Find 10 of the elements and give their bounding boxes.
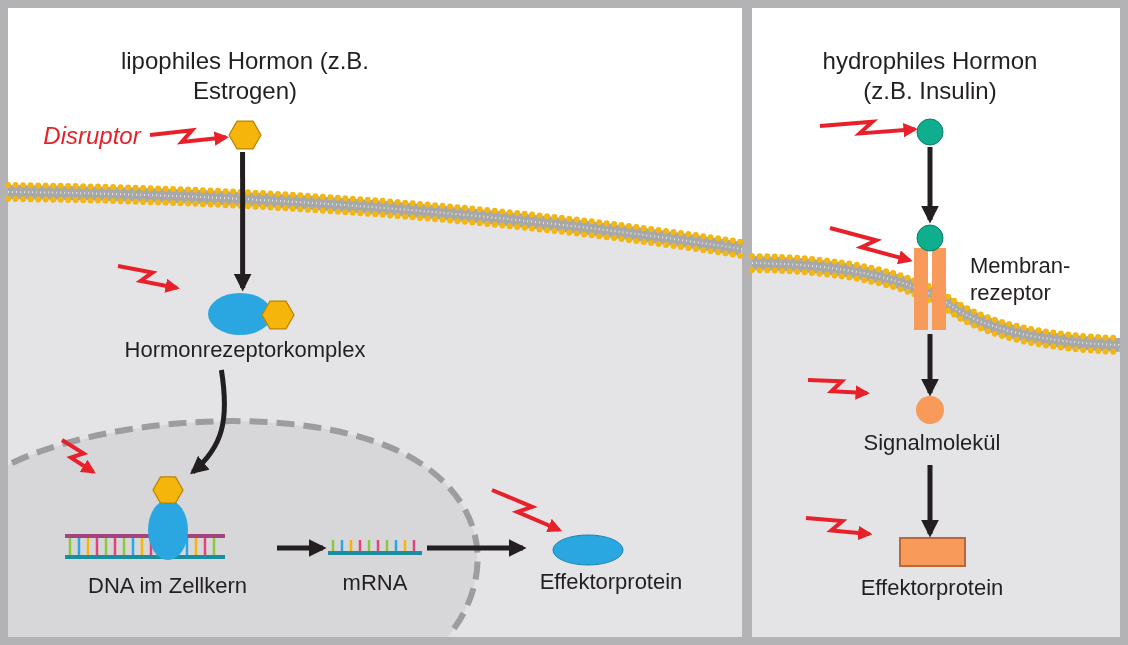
node-label: Signalmolekül — [862, 429, 1002, 456]
heading-text: hydrophiles Hormon (z.B. Insulin) — [821, 46, 1039, 106]
node-label: Effektorprotein — [538, 568, 684, 595]
node-label: Membran- rezeptor — [970, 252, 1072, 306]
heading-text: lipophiles Hormon (z.B. Estrogen) — [119, 46, 371, 106]
node-label: Effektorprotein — [859, 574, 1005, 601]
node-label: DNA im Zellkern — [87, 572, 248, 599]
disruptor-text: Disruptor — [42, 122, 143, 149]
node-label: mRNA — [341, 569, 409, 596]
node-label: Hormonrezeptorkomplex — [123, 336, 367, 363]
